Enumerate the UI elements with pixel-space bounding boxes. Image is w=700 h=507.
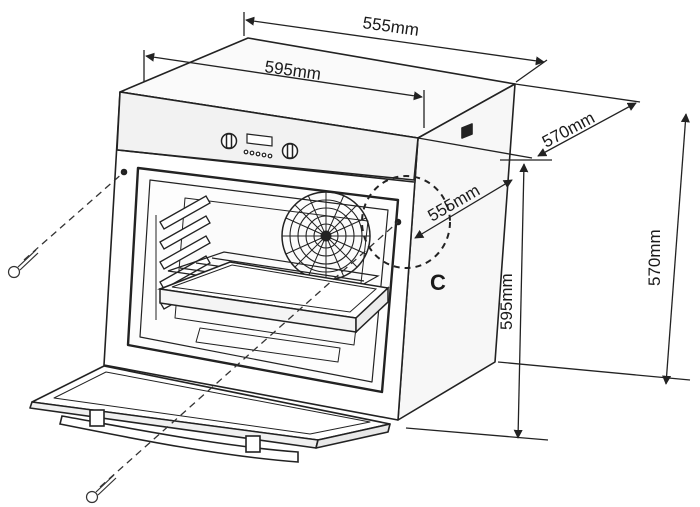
dim-front-height-label: 595mm <box>497 273 516 330</box>
display-panel <box>243 133 273 159</box>
control-knob-right <box>281 142 299 160</box>
screw-icon <box>7 249 39 279</box>
dim-overall-height-label: 570mm <box>645 229 664 286</box>
detail-callout-label: C <box>430 270 446 295</box>
dimension-lines <box>143 12 691 441</box>
screw-guide-lines <box>23 171 399 488</box>
dim-side-depth-label: 570mm <box>539 108 598 151</box>
control-knob-left <box>220 132 238 150</box>
oven-body <box>103 37 516 421</box>
baking-tray <box>157 261 390 334</box>
screw-icon <box>85 474 117 504</box>
dim-top-depth-label: 555mm <box>361 13 420 40</box>
fan-guard <box>281 191 371 281</box>
door-handle <box>59 409 299 463</box>
